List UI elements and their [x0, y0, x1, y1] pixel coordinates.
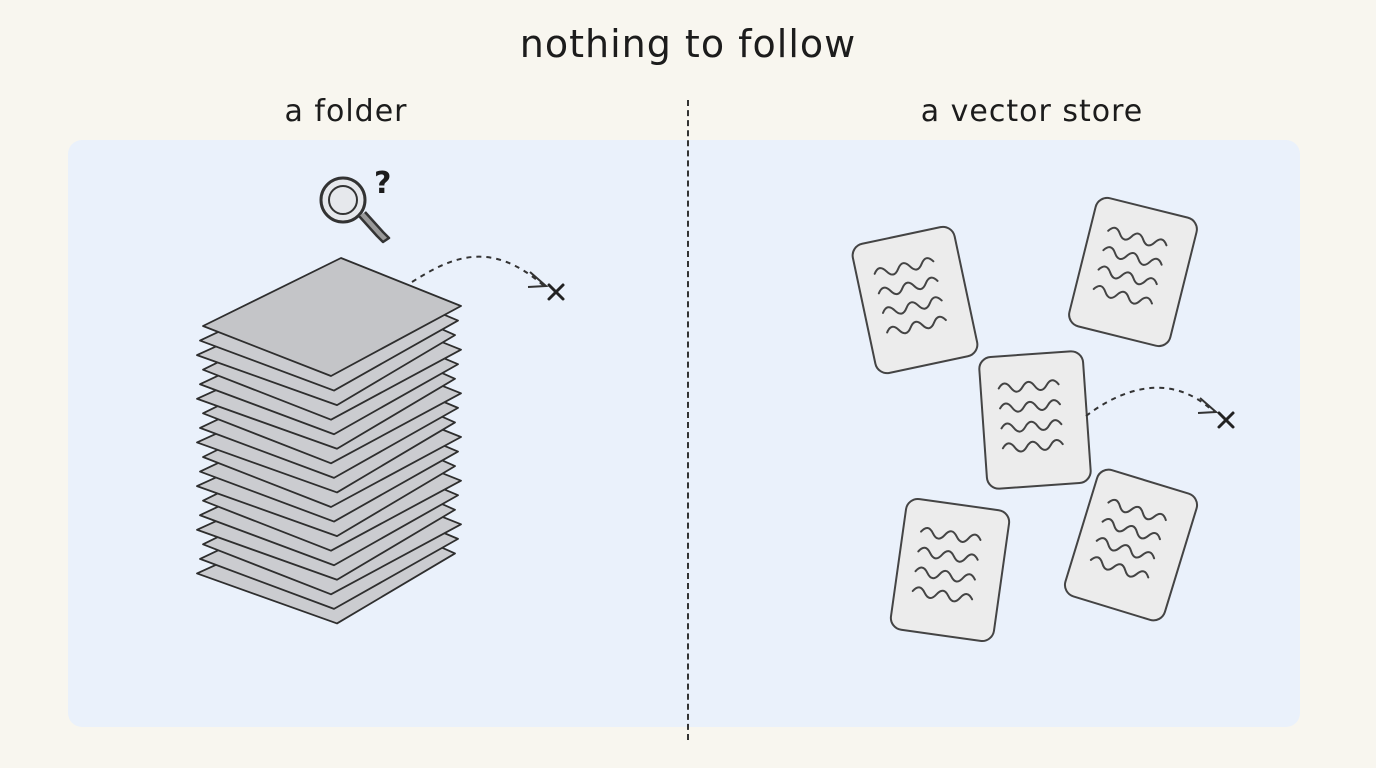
folder-label: a folder: [284, 94, 408, 129]
question-mark: ?: [374, 166, 392, 201]
vector-arrow-head: [1197, 397, 1219, 414]
folder-search-path: [411, 255, 545, 287]
document-card: [850, 225, 979, 376]
diagram-title: nothing to follow: [519, 22, 857, 66]
folder-arrow-head: [527, 271, 549, 288]
document-card: [1067, 195, 1200, 348]
vector-search-path: [1085, 386, 1215, 417]
magnifier-icon: [319, 176, 391, 244]
vector-store-label: a vector store: [920, 94, 1144, 129]
dead-end-x-icon: [1217, 411, 1235, 429]
document-card: [1062, 467, 1200, 624]
document-card: [889, 497, 1010, 642]
sheet-stack: [196, 257, 462, 625]
stacked-sheet: [202, 257, 462, 377]
panel-divider: [687, 100, 689, 740]
document-card: [979, 351, 1092, 490]
dead-end-x-icon: [547, 283, 565, 301]
